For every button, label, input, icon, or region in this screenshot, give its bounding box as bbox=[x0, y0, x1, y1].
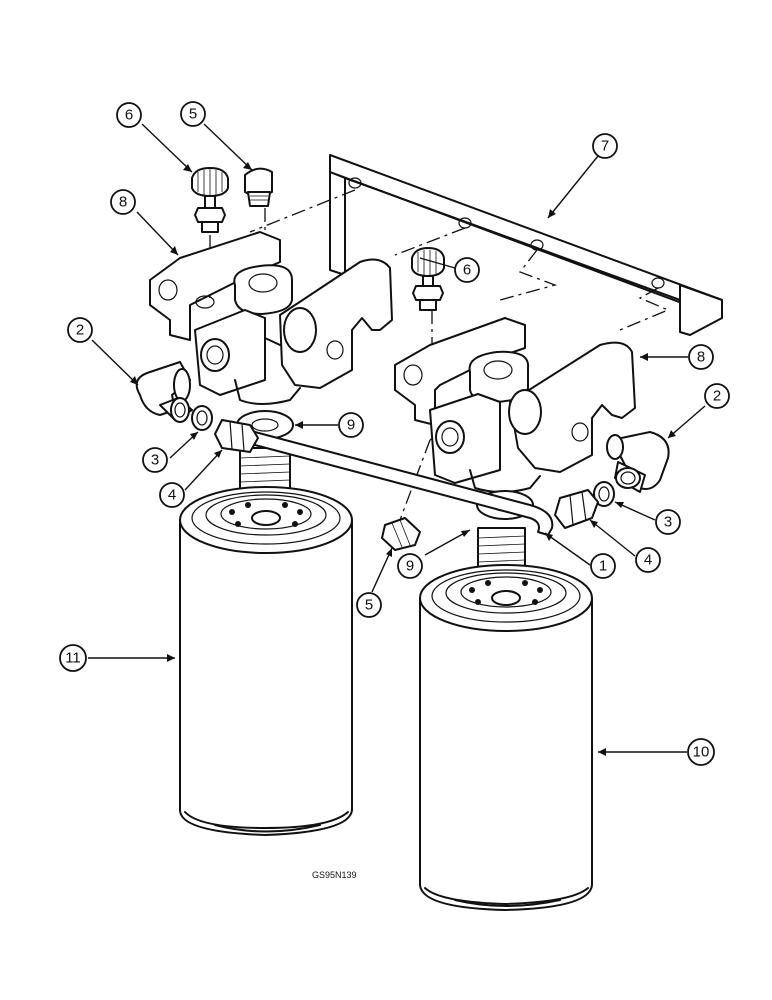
callout-label: 4 bbox=[644, 552, 652, 569]
callout-6-left: 6 bbox=[116, 102, 142, 128]
callout-8-right: 8 bbox=[688, 344, 714, 370]
drawing-code: GS95N139 bbox=[312, 870, 357, 880]
callout-label: 8 bbox=[697, 349, 705, 366]
left-filter-head bbox=[149, 231, 393, 405]
callout-label: 11 bbox=[65, 650, 81, 667]
callout-2-left: 2 bbox=[67, 317, 93, 343]
callout-label: 7 bbox=[601, 138, 609, 155]
callout-label: 8 bbox=[119, 194, 127, 211]
callout-label: 2 bbox=[76, 322, 84, 339]
callout-label: 6 bbox=[463, 262, 471, 279]
left-plug bbox=[244, 167, 273, 207]
mounting-bracket bbox=[329, 154, 723, 336]
callout-label: 9 bbox=[406, 558, 414, 575]
right-filter-head bbox=[394, 317, 636, 493]
callout-label: 2 bbox=[713, 388, 721, 405]
callout-label: 3 bbox=[664, 514, 672, 531]
callout-9-lower: 9 bbox=[397, 553, 423, 579]
leader-lines bbox=[88, 123, 706, 756]
left-bleed-screw bbox=[191, 167, 229, 233]
callout-label: 5 bbox=[365, 597, 373, 614]
right-elbow-fitting bbox=[606, 431, 670, 493]
callout-3-right: 3 bbox=[655, 509, 681, 535]
callout-5-lower: 5 bbox=[356, 592, 382, 618]
callout-2-right: 2 bbox=[704, 383, 730, 409]
left-elbow-fitting bbox=[135, 361, 193, 423]
callout-11: 11 bbox=[59, 644, 87, 672]
callout-7: 7 bbox=[592, 133, 618, 159]
callout-8-left: 8 bbox=[110, 189, 136, 215]
right-filter-cartridge bbox=[419, 564, 593, 911]
connecting-tube bbox=[254, 431, 554, 536]
right-bleed-screw bbox=[411, 247, 445, 311]
callout-4-left: 4 bbox=[159, 482, 185, 508]
callout-1: 1 bbox=[590, 553, 616, 579]
right-seal-washer bbox=[593, 481, 615, 507]
callout-label: 5 bbox=[189, 106, 197, 123]
callout-10: 10 bbox=[687, 738, 715, 766]
callout-9-top: 9 bbox=[338, 412, 364, 438]
callout-label: 9 bbox=[347, 417, 355, 434]
callout-4-right: 4 bbox=[635, 547, 661, 573]
callout-6-right: 6 bbox=[454, 257, 480, 283]
callout-label: 1 bbox=[599, 558, 607, 575]
callout-label: 4 bbox=[168, 487, 176, 504]
callout-label: 10 bbox=[693, 744, 710, 761]
left-tube-nut bbox=[214, 419, 259, 453]
left-seal-washer bbox=[191, 405, 213, 431]
left-filter-cartridge bbox=[179, 486, 353, 836]
callout-3-left: 3 bbox=[142, 447, 168, 473]
callout-5-top: 5 bbox=[180, 101, 206, 127]
lower-plug bbox=[381, 517, 421, 551]
callout-label: 6 bbox=[125, 107, 133, 124]
callout-label: 3 bbox=[151, 452, 159, 469]
right-tube-nut bbox=[554, 489, 599, 529]
